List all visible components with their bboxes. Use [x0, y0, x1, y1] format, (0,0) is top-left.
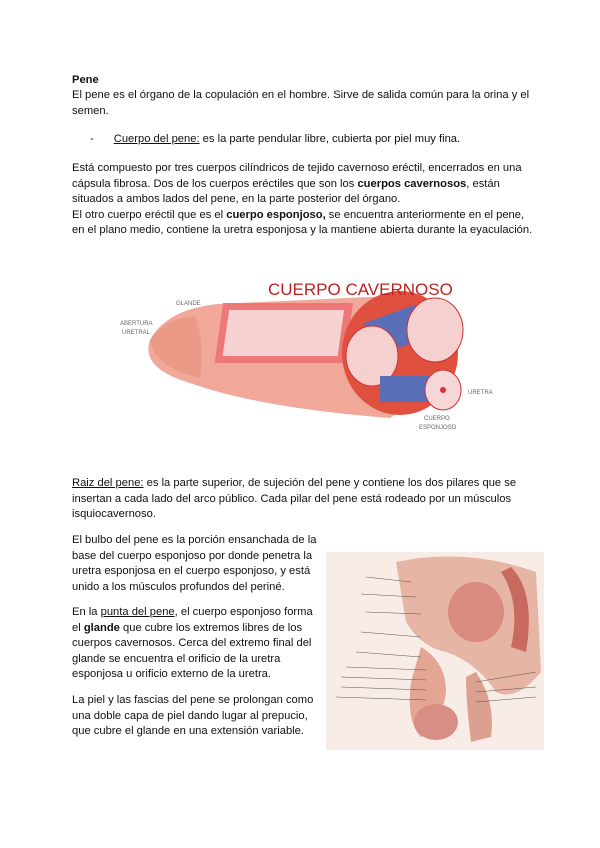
raiz-line: isquiocavernoso. [72, 508, 156, 521]
bulbo-line: unido a los músculos profundos del perin… [72, 580, 285, 593]
para1-line: El otro cuerpo eréctil que es el cuerpo … [72, 208, 525, 221]
raiz-line: insertan a cada lado del arco público. C… [72, 492, 512, 505]
figure-title: CUERPO CAVERNOSO [268, 280, 453, 299]
bulbo-line: base del cuerpo esponjoso por donde pene… [72, 549, 313, 562]
intro-line: El pene es el órgano de la copulación en… [72, 89, 530, 101]
heading: Pene [72, 74, 99, 86]
piel-line: una doble capa de piel dando lugar al pr… [72, 709, 308, 722]
punta-line: glande se encuentra el orificio de la ur… [72, 652, 281, 665]
punta-line: el glande que cubre los extremos libres … [72, 621, 303, 634]
sagittal-anatomy-illustration [326, 552, 544, 750]
bulbo-line: El bulbo del pene es la porción ensancha… [72, 534, 317, 546]
svg-text:URETRAL: URETRAL [122, 330, 151, 336]
para1-line: en el plano medio, contiene la uretra es… [72, 224, 533, 237]
piel-line: La piel y las fascias del pene se prolon… [72, 694, 314, 706]
bullet-cuerpo: -Cuerpo del pene: es la parte pendular l… [90, 133, 461, 145]
penis-cross-section-illustration: CUERPO CAVERNOSO GLANDE ABERTURA URETRAL… [120, 280, 493, 431]
svg-text:CUERPO: CUERPO [424, 416, 450, 422]
piel-line: que cubre el glande en una extensión var… [72, 725, 304, 738]
svg-text:GLANDE: GLANDE [176, 301, 201, 307]
svg-text:ESPONJOSO: ESPONJOSO [419, 425, 457, 431]
punta-line: esponjosa u orificio externo de la uretr… [72, 668, 272, 681]
para1-line: situados a ambos lados del pene, en la p… [72, 193, 401, 206]
para1-line: Está compuesto por tres cuerpos cilíndri… [72, 162, 522, 174]
bulbo-line: uretra esponjosa en el cuerpo esponjoso,… [72, 565, 311, 578]
para1-line: cápsula fibrosa. Dos de los cuerpos eréc… [72, 177, 500, 190]
svg-text:URETRA: URETRA [468, 390, 493, 396]
intro-line: semen. [72, 104, 109, 117]
punta-line: cuerpos cavernosos. Cerca del extremo fi… [72, 637, 312, 650]
punta-line: En la punta del pene, el cuerpo esponjos… [72, 606, 313, 618]
raiz-line: Raiz del pene: es la parte superior, de … [72, 477, 517, 489]
svg-text:ABERTURA: ABERTURA [120, 321, 153, 327]
